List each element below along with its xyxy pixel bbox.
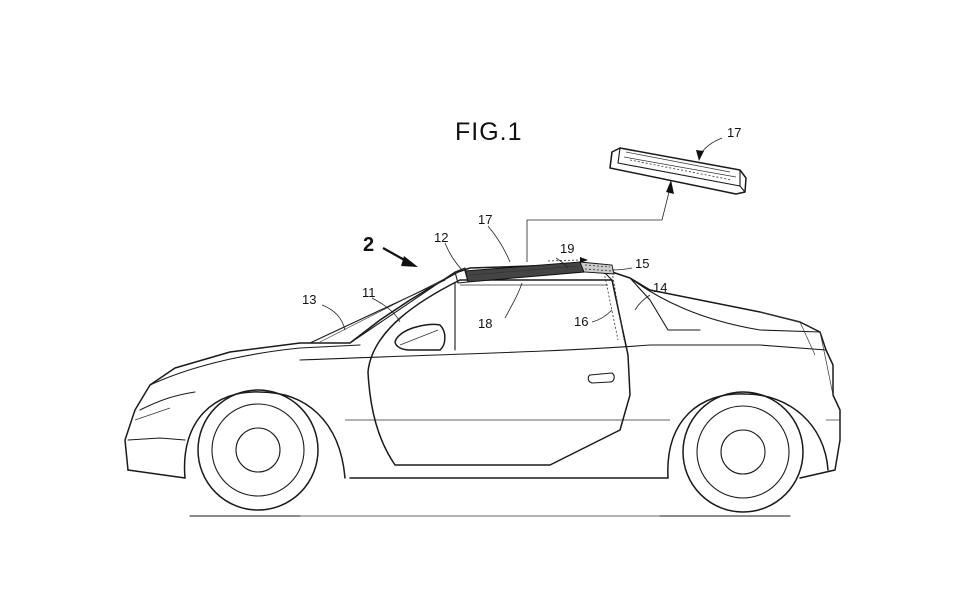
label-16: 16 bbox=[574, 314, 588, 329]
vehicle-body bbox=[124, 264, 841, 479]
label-vehicle: 2 bbox=[363, 234, 374, 256]
removal-arrow bbox=[526, 180, 674, 262]
slide-arrow bbox=[547, 257, 588, 263]
leader-lines bbox=[321, 137, 723, 331]
label-14: 14 bbox=[653, 280, 667, 295]
door bbox=[367, 279, 631, 466]
side-mirror bbox=[394, 323, 446, 351]
roof-panel-detached bbox=[609, 147, 747, 195]
label-11: 11 bbox=[362, 285, 376, 300]
label-17-detached: 17 bbox=[727, 125, 741, 140]
windshield bbox=[299, 271, 456, 344]
label-15: 15 bbox=[635, 256, 649, 271]
rear-wheel bbox=[682, 391, 804, 513]
label-12: 12 bbox=[434, 230, 448, 245]
label-18: 18 bbox=[478, 316, 492, 331]
label-17-roof: 17 bbox=[478, 212, 492, 227]
front-wheel bbox=[197, 389, 319, 511]
figure-title: FIG.1 bbox=[455, 118, 523, 146]
vehicle-pointer-arrow bbox=[382, 247, 418, 267]
roll-bar bbox=[603, 271, 625, 341]
label-13: 13 bbox=[302, 292, 316, 307]
label-19: 19 bbox=[560, 241, 574, 256]
sail-panel bbox=[599, 267, 701, 356]
roof-panel-attached bbox=[454, 261, 615, 284]
